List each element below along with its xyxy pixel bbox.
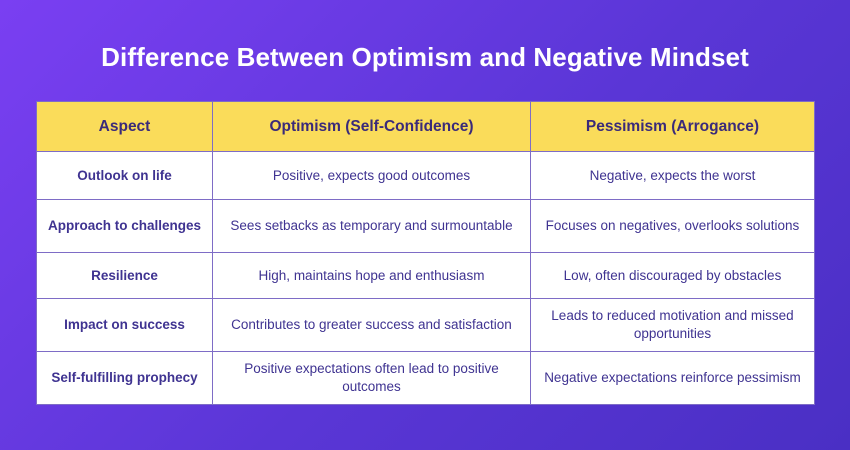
aspect-cell: Impact on success: [36, 298, 213, 352]
optimism-cell: Sees setbacks as temporary and surmounta…: [212, 199, 531, 253]
table-header-row: Aspect Optimism (Self-Confidence) Pessim…: [36, 101, 815, 152]
page-title: Difference Between Optimism and Negative…: [101, 42, 749, 72]
comparison-table: Aspect Optimism (Self-Confidence) Pessim…: [36, 101, 815, 405]
optimism-cell: Contributes to greater success and satis…: [212, 298, 531, 352]
pessimism-cell: Focuses on negatives, overlooks solution…: [530, 199, 815, 253]
pessimism-cell: Low, often discouraged by obstacles: [530, 252, 815, 299]
aspect-cell: Resilience: [36, 252, 213, 299]
pessimism-cell: Negative, expects the worst: [530, 151, 815, 200]
optimism-cell: Positive expectations often lead to posi…: [212, 351, 531, 405]
pessimism-cell: Negative expectations reinforce pessimis…: [530, 351, 815, 405]
aspect-cell: Approach to challenges: [36, 199, 213, 253]
header-optimism: Optimism (Self-Confidence): [212, 101, 531, 152]
header-aspect: Aspect: [36, 101, 213, 152]
optimism-cell: Positive, expects good outcomes: [212, 151, 531, 200]
aspect-cell: Outlook on life: [36, 151, 213, 200]
table-row: Outlook on life Positive, expects good o…: [36, 151, 815, 200]
table-row: Approach to challenges Sees setbacks as …: [36, 199, 815, 253]
header-pessimism: Pessimism (Arrogance): [530, 101, 815, 152]
pessimism-cell: Leads to reduced motivation and missed o…: [530, 298, 815, 352]
table-row: Impact on success Contributes to greater…: [36, 298, 815, 352]
table-row: Resilience High, maintains hope and enth…: [36, 252, 815, 299]
table-row: Self-fulfilling prophecy Positive expect…: [36, 351, 815, 405]
aspect-cell: Self-fulfilling prophecy: [36, 351, 213, 405]
optimism-cell: High, maintains hope and enthusiasm: [212, 252, 531, 299]
